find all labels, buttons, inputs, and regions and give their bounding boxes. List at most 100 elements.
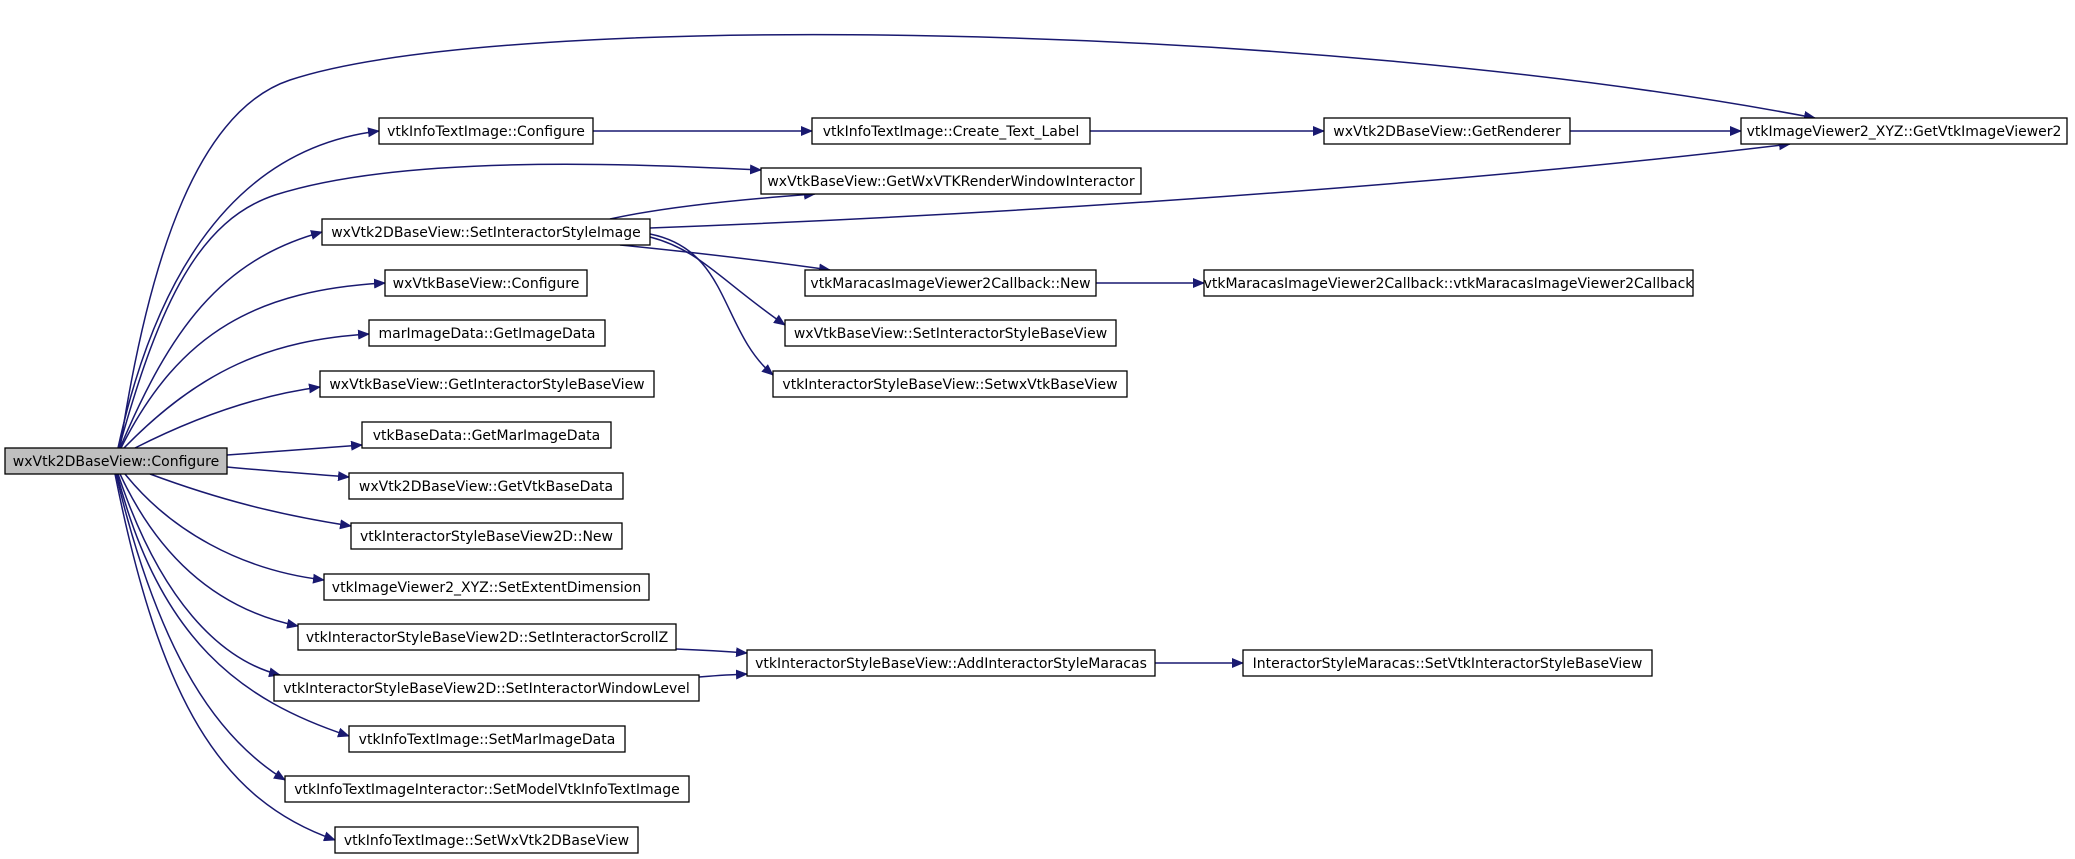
graph-node[interactable]: wxVtkBaseView::Configure xyxy=(384,269,588,297)
edge-line xyxy=(117,127,380,449)
node-label: marImageData::GetImageData xyxy=(379,326,596,342)
graph-node[interactable]: vtkInteractorStyleBaseView::AddInteracto… xyxy=(746,649,1156,677)
graph-node[interactable]: vtkInfoTextImageInteractor::SetModelVtkI… xyxy=(284,775,690,803)
node-box xyxy=(4,447,228,475)
edge-root-n1 xyxy=(117,127,380,449)
edge-line xyxy=(119,33,1816,449)
edge-root-n24 xyxy=(114,473,336,842)
node-box xyxy=(361,421,612,449)
graph-node[interactable]: wxVtkBaseView::GetWxVTKRenderWindowInter… xyxy=(760,167,1142,195)
node-box xyxy=(784,319,1117,347)
edge-line xyxy=(124,473,325,584)
edge-line xyxy=(117,473,281,678)
graph-node[interactable]: vtkInteractorStyleBaseView::SetwxVtkBase… xyxy=(772,370,1128,398)
node-box xyxy=(1323,117,1571,145)
graph-node[interactable]: vtkInteractorStyleBaseView2D::New xyxy=(350,522,623,550)
graph-node[interactable]: vtkInfoTextImage::SetMarImageData xyxy=(348,725,626,753)
node-box xyxy=(321,218,651,246)
graph-node[interactable]: wxVtk2DBaseView::SetInteractorStyleImage xyxy=(321,218,651,246)
graph-node[interactable]: vtkInfoTextImage::Configure xyxy=(378,117,594,145)
node-label: vtkInteractorStyleBaseView::SetwxVtkBase… xyxy=(782,377,1117,393)
edge-n6-n7 xyxy=(619,244,831,274)
graph-node[interactable]: vtkInteractorStyleBaseView2D::SetInterac… xyxy=(297,623,677,651)
edge-root-n6 xyxy=(119,230,323,449)
node-box xyxy=(284,775,690,803)
edge-line xyxy=(609,189,816,220)
node-box xyxy=(297,623,677,651)
edge-line xyxy=(149,473,352,530)
edge-root-n14 xyxy=(226,440,363,456)
graph-node[interactable]: vtkInfoTextImage::Create_Text_Label xyxy=(811,117,1091,145)
edge-line xyxy=(134,383,321,449)
edge-n18-n19 xyxy=(675,647,748,658)
node-box xyxy=(746,649,1156,677)
node-box xyxy=(273,674,700,702)
edge-root-n18 xyxy=(119,473,299,629)
graph-node[interactable]: vtkInteractorStyleBaseView2D::SetInterac… xyxy=(273,674,700,702)
graph-node[interactable]: wxVtkBaseView::GetInteractorStyleBaseVie… xyxy=(319,370,655,398)
edge-line xyxy=(226,440,363,456)
node-label: vtkBaseData::GetMarImageData xyxy=(373,428,600,444)
graph-node[interactable]: wxVtkBaseView::SetInteractorStyleBaseVie… xyxy=(784,319,1117,347)
edge-root-n11 xyxy=(120,278,386,449)
node-box xyxy=(368,319,606,347)
edge-root-n15 xyxy=(226,466,350,482)
node-label: vtkInteractorStyleBaseView2D::New xyxy=(360,529,613,545)
node-label: vtkInfoTextImage::SetMarImageData xyxy=(359,732,616,748)
graph-node[interactable]: vtkMaracasImageViewer2Callback::New xyxy=(804,269,1097,297)
edge-n6-n9 xyxy=(649,236,786,326)
edge-root-n21 xyxy=(117,473,281,678)
edge-line xyxy=(698,669,748,680)
graph-node[interactable]: marImageData::GetImageData xyxy=(368,319,606,347)
edge-root-n16 xyxy=(149,473,352,530)
node-label: vtkInfoTextImage::Create_Text_Label xyxy=(823,124,1080,140)
node-label: vtkInteractorStyleBaseView2D::SetInterac… xyxy=(283,681,690,697)
graph-node[interactable]: vtkImageViewer2_XYZ::SetExtentDimension xyxy=(323,573,650,601)
edge-root-n5 xyxy=(118,163,762,449)
node-label: vtkInfoTextImage::SetWxVtk2DBaseView xyxy=(344,833,629,849)
edge-line xyxy=(123,329,370,449)
node-label: vtkMaracasImageViewer2Callback::vtkMarac… xyxy=(1204,276,1695,292)
edge-line xyxy=(115,473,286,781)
node-box xyxy=(1242,649,1653,677)
node-box xyxy=(348,725,626,753)
graph-node[interactable]: InteractorStyleMaracas::SetVtkInteractor… xyxy=(1242,649,1653,677)
node-label: vtkImageViewer2_XYZ::GetVtkImageViewer2 xyxy=(1747,124,2062,140)
graph-node[interactable]: vtkInfoTextImage::SetWxVtk2DBaseView xyxy=(334,826,639,854)
edge-line xyxy=(226,466,350,482)
edge-line xyxy=(675,647,748,658)
node-label: wxVtkBaseView::GetWxVTKRenderWindowInter… xyxy=(767,174,1135,190)
graph-node[interactable]: vtkImageViewer2_XYZ::GetVtkImageViewer2 xyxy=(1740,117,2068,145)
edge-line xyxy=(114,473,336,842)
node-label: wxVtkBaseView::GetInteractorStyleBaseVie… xyxy=(329,377,644,393)
nodes-layer: wxVtk2DBaseView::ConfigurevtkInfoTextIma… xyxy=(4,117,2068,854)
node-label: InteractorStyleMaracas::SetVtkInteractor… xyxy=(1253,656,1643,672)
edge-root-n13 xyxy=(134,383,321,449)
edge-root-n12 xyxy=(123,329,370,449)
node-label: wxVtkBaseView::Configure xyxy=(393,276,580,292)
node-box xyxy=(811,117,1091,145)
root-node[interactable]: wxVtk2DBaseView::Configure xyxy=(4,447,228,475)
node-label: wxVtk2DBaseView::Configure xyxy=(13,454,219,470)
edge-n6-n5 xyxy=(609,189,816,220)
graph-node[interactable]: vtkBaseData::GetMarImageData xyxy=(361,421,612,449)
node-box xyxy=(323,573,650,601)
node-box xyxy=(350,522,623,550)
node-box xyxy=(804,269,1097,297)
edge-line xyxy=(116,473,350,738)
node-label: wxVtk2DBaseView::GetVtkBaseData xyxy=(359,479,613,495)
node-box xyxy=(1740,117,2068,145)
graph-node[interactable]: vtkMaracasImageViewer2Callback::vtkMarac… xyxy=(1203,269,1695,297)
edge-root-n4 xyxy=(119,33,1816,449)
graph-node[interactable]: wxVtk2DBaseView::GetVtkBaseData xyxy=(348,472,624,500)
node-box xyxy=(319,370,655,398)
node-label: vtkInteractorStyleBaseView::AddInteracto… xyxy=(755,656,1147,672)
edge-n6-n4 xyxy=(649,140,1791,229)
node-label: vtkInfoTextImageInteractor::SetModelVtkI… xyxy=(294,782,680,798)
node-label: vtkInfoTextImage::Configure xyxy=(387,124,585,140)
edge-root-n17 xyxy=(124,473,325,584)
graph-node[interactable]: wxVtk2DBaseView::GetRenderer xyxy=(1323,117,1571,145)
node-label: vtkMaracasImageViewer2Callback::New xyxy=(810,276,1090,292)
edge-line xyxy=(118,163,762,449)
